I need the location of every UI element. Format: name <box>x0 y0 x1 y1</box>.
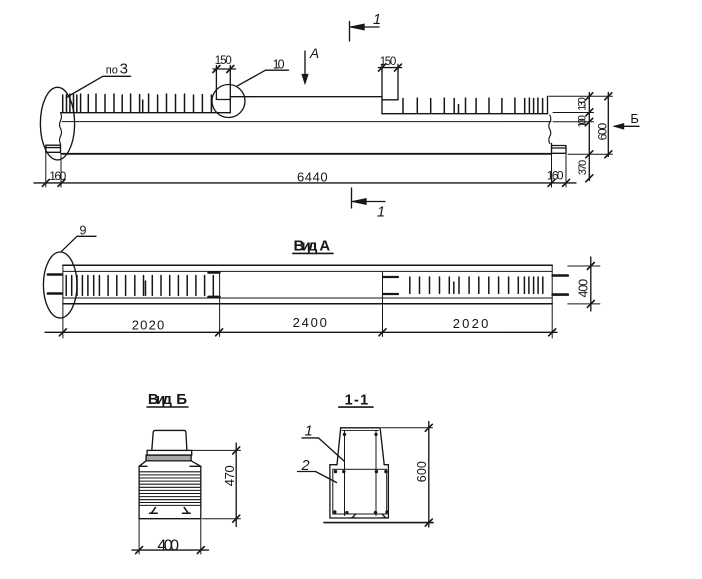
svg-text:1: 1 <box>373 12 381 28</box>
svg-text:10: 10 <box>273 58 285 72</box>
svg-text:Вид: Вид <box>148 391 172 408</box>
svg-text:9: 9 <box>80 224 87 238</box>
svg-text:160: 160 <box>49 169 66 183</box>
svg-text:2400: 2400 <box>293 315 327 330</box>
svg-text:А: А <box>319 238 330 255</box>
svg-text:1: 1 <box>305 424 313 440</box>
svg-text:370: 370 <box>577 160 589 176</box>
svg-text:1: 1 <box>377 205 385 221</box>
svg-text:по: по <box>106 64 118 76</box>
svg-text:2020: 2020 <box>132 317 165 332</box>
svg-text:6440: 6440 <box>297 169 328 184</box>
svg-text:А: А <box>309 46 319 61</box>
svg-text:1-1: 1-1 <box>345 393 369 409</box>
svg-text:150: 150 <box>380 56 397 68</box>
svg-text:Б: Б <box>630 111 639 126</box>
svg-text:600: 600 <box>415 461 429 482</box>
svg-text:470: 470 <box>222 465 237 486</box>
svg-text:2020: 2020 <box>453 316 489 331</box>
svg-text:400: 400 <box>157 537 179 554</box>
svg-text:2: 2 <box>300 458 309 474</box>
svg-text:400: 400 <box>576 279 590 298</box>
svg-text:Вид: Вид <box>294 238 318 255</box>
svg-text:100: 100 <box>576 115 588 128</box>
svg-text:3: 3 <box>120 60 128 77</box>
svg-text:150: 150 <box>215 55 232 67</box>
svg-text:160: 160 <box>547 169 564 183</box>
svg-text:130: 130 <box>576 97 588 111</box>
svg-text:Б: Б <box>176 391 187 408</box>
svg-text:600: 600 <box>596 123 610 141</box>
